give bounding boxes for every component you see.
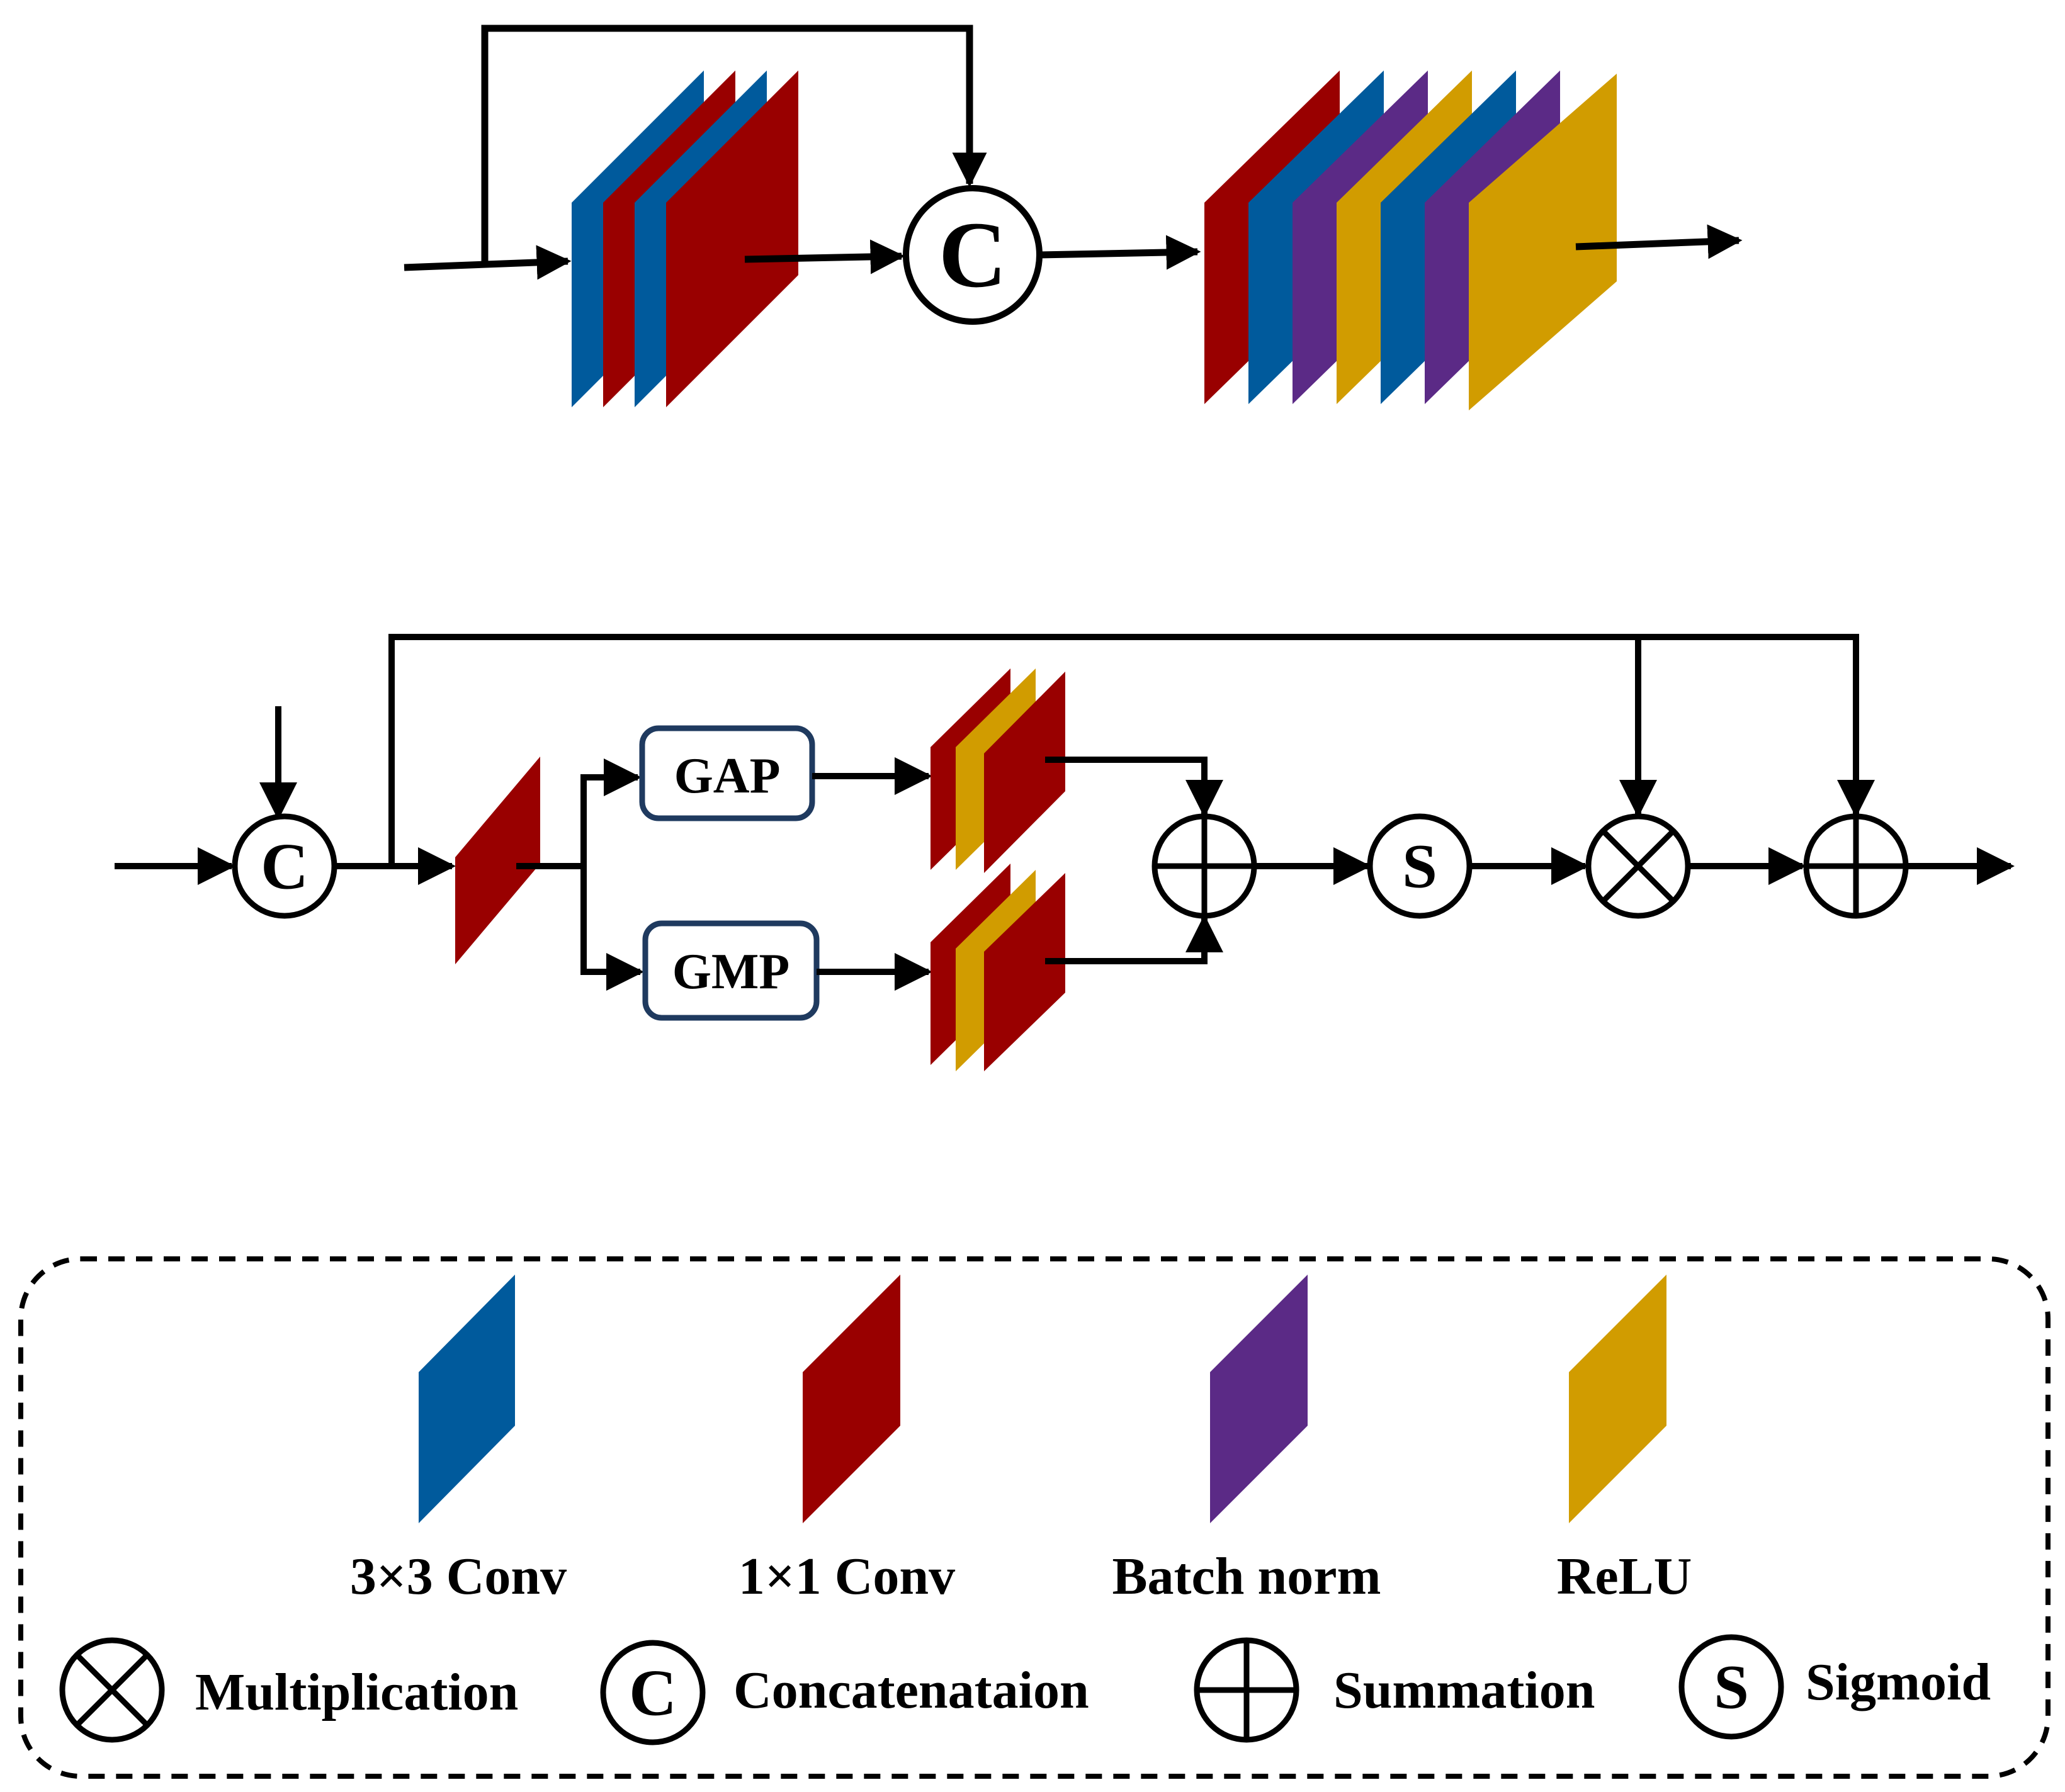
dense-block-diagram: C <box>404 25 1743 410</box>
concat-symbol: C <box>629 1656 677 1730</box>
sigmoid-icon: S <box>1402 831 1437 901</box>
sigmoid-icon: S <box>1678 1634 1784 1740</box>
legend-relu-swatch <box>1569 1275 1666 1523</box>
concatenation-icon: C <box>261 830 308 903</box>
attention-block-diagram: C GAP GMP <box>115 634 2015 1071</box>
concatenation-icon: C <box>600 1640 706 1745</box>
gap-button: GAP <box>639 725 815 821</box>
gmp-button: GMP <box>642 920 820 1021</box>
legend-conv1x1-swatch <box>803 1275 900 1523</box>
conv-stack-2 <box>1204 70 1617 410</box>
concat-node: C <box>903 185 1043 325</box>
gap-branch-line <box>580 758 642 866</box>
multiplication-node <box>1585 813 1691 919</box>
gap-conv-stack <box>931 668 1065 873</box>
legend-border <box>18 1256 2051 1779</box>
legend-relu-label: ReLU <box>1557 1547 1692 1606</box>
legend-conv3x3-swatch <box>419 1275 515 1523</box>
gmp-branch-line <box>580 866 644 991</box>
sigmoid-symbol: S <box>1714 1652 1749 1722</box>
output-arrow <box>1575 224 1743 259</box>
concat-to-stack-arrow <box>1039 235 1201 270</box>
sigmoid-node: S <box>1367 813 1473 919</box>
multiplication-icon <box>59 1637 165 1743</box>
legend: 3×3 Conv 1×1 Conv Batch norm ReLU Multip… <box>18 1256 2051 1779</box>
legend-sigmoid-label: Sigmoid <box>1806 1653 1991 1711</box>
conv1x1-layer <box>984 873 1065 1071</box>
legend-conv3x3-label: 3×3 Conv <box>350 1547 567 1606</box>
legend-multiplication-label: Multiplication <box>195 1663 518 1722</box>
legend-batch-norm-swatch <box>1210 1275 1308 1523</box>
summation-node <box>1151 813 1257 919</box>
conv1x1-layer <box>984 672 1065 873</box>
summation-icon <box>1194 1637 1299 1743</box>
stack-to-concat-arrow <box>744 239 905 274</box>
concat-node: C <box>232 813 337 919</box>
attention-skip-line <box>388 634 1875 866</box>
legend-conv1x1-label: 1×1 Conv <box>738 1547 955 1606</box>
conv1x1-layer <box>666 70 798 407</box>
gmp-to-sum-line <box>1045 915 1223 964</box>
conv1x1-layer <box>455 757 540 964</box>
concatenation-icon: C <box>939 203 1007 307</box>
relu-layer <box>1469 74 1617 410</box>
gmp-conv-stack <box>931 864 1065 1071</box>
summation-node <box>1803 813 1909 919</box>
gmp-label: GMP <box>672 944 790 1000</box>
gap-label: GAP <box>674 748 781 804</box>
legend-concatenation-label: Concatenataion <box>733 1661 1089 1720</box>
gap-to-sum-line <box>1045 757 1223 818</box>
input-arrow <box>404 245 572 280</box>
skip-connection-line <box>481 25 987 261</box>
legend-batch-norm-label: Batch norm <box>1112 1547 1381 1606</box>
legend-summation-label: Summation <box>1333 1661 1595 1720</box>
conv-stack-1 <box>572 70 798 407</box>
